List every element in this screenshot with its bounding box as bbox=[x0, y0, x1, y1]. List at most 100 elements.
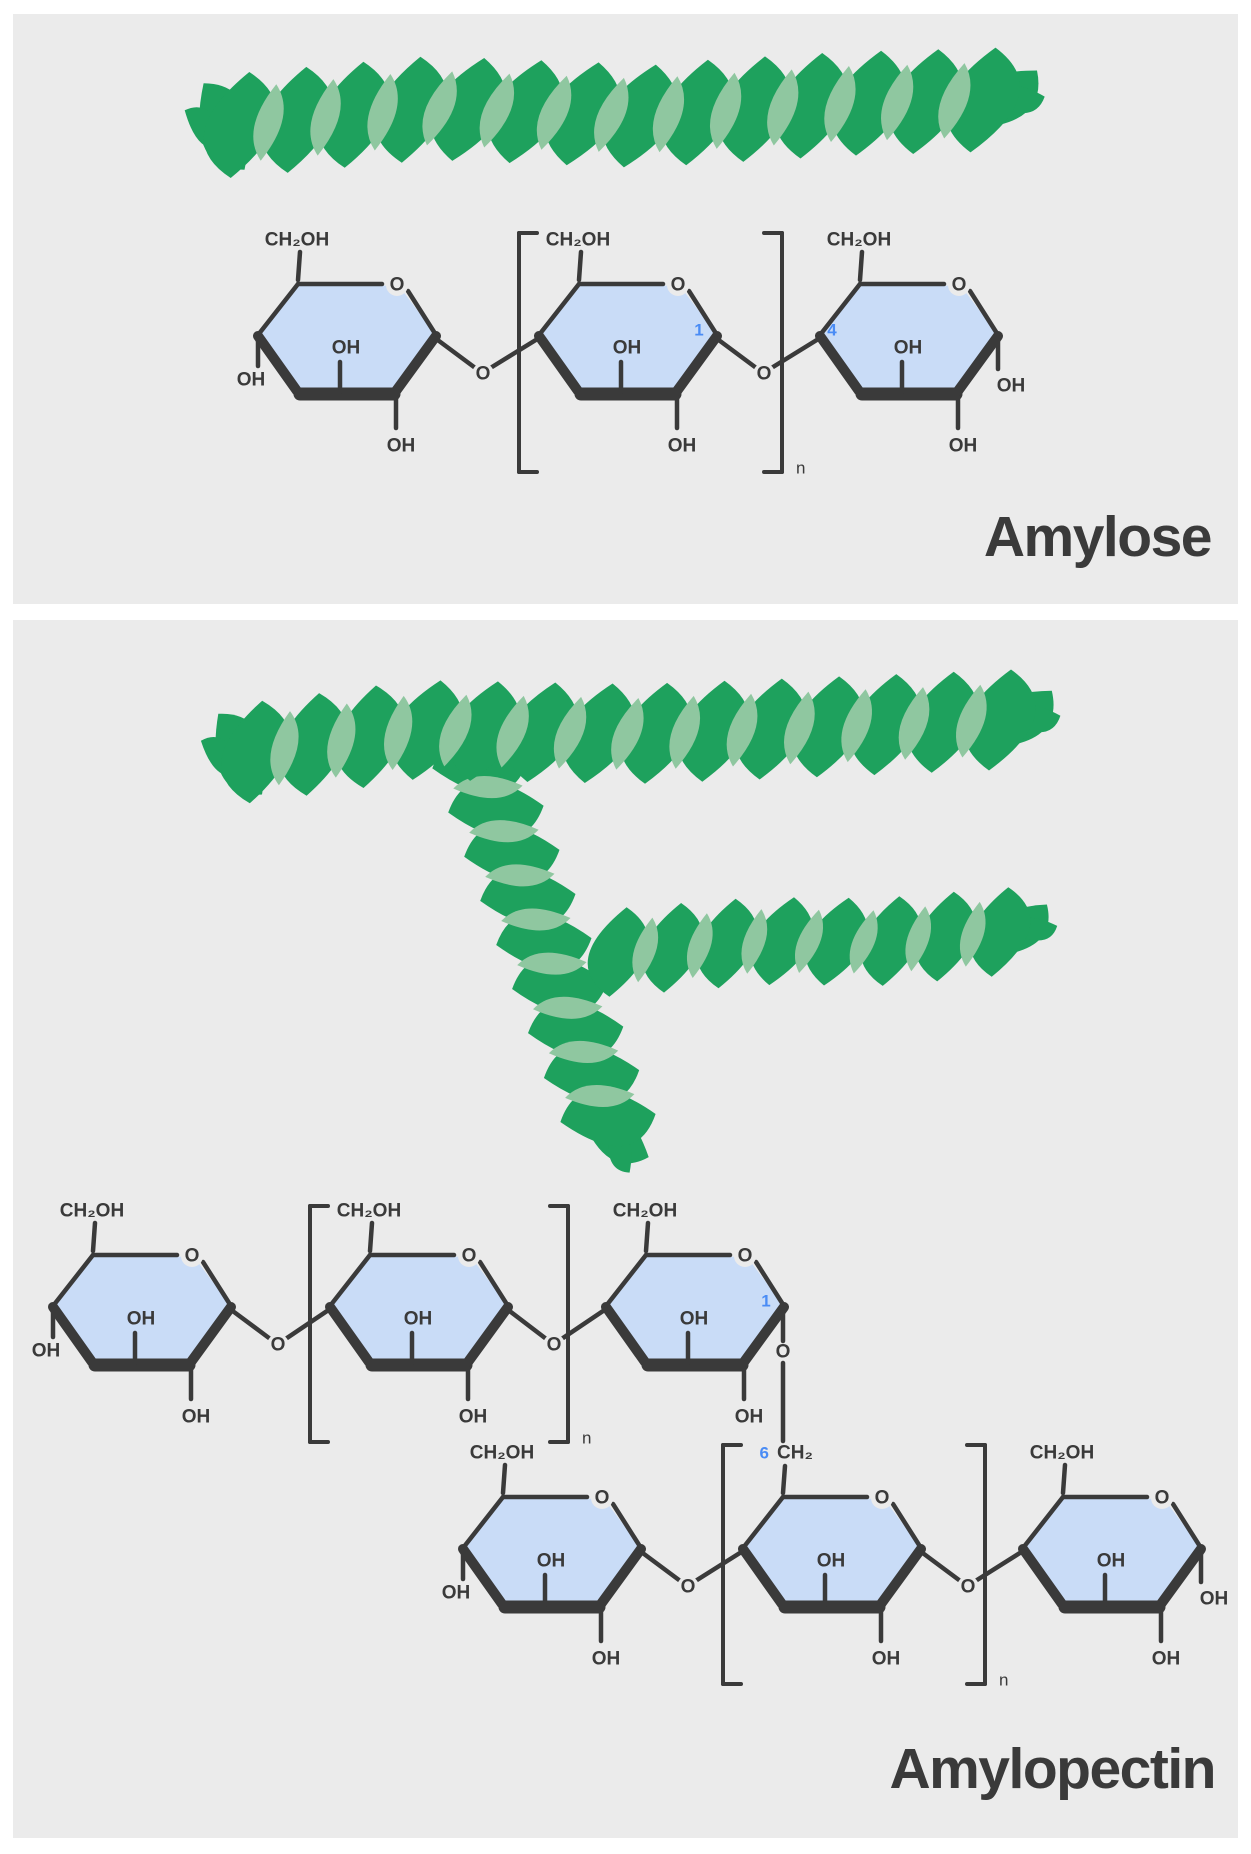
c3-hydroxyl-label: OH bbox=[127, 1309, 156, 1330]
helix-coil-dark bbox=[860, 896, 922, 986]
ring-fill bbox=[1023, 1497, 1201, 1608]
helix-coil-light bbox=[496, 695, 529, 768]
helix-coil-dark bbox=[504, 682, 578, 782]
helix-coil-dark bbox=[221, 700, 291, 804]
helix-coil-light bbox=[709, 72, 742, 149]
helix-coil-light bbox=[553, 696, 587, 769]
helix-coil-light bbox=[611, 698, 644, 770]
helix-coil-dark bbox=[660, 59, 734, 166]
ring-front-edge-right bbox=[953, 331, 1003, 396]
c4-hydroxyl-label: OH bbox=[442, 1583, 471, 1604]
glycosidic-oxygen-label: O bbox=[547, 1335, 562, 1356]
helix-coil-light bbox=[652, 76, 685, 153]
helix-coil-light bbox=[517, 952, 587, 975]
panel-amylopectin bbox=[13, 620, 1238, 1838]
helix-coil-light bbox=[485, 864, 555, 887]
ring-fill bbox=[53, 1255, 231, 1366]
c3-hydroxyl-label: OH bbox=[1097, 1551, 1126, 1572]
amylose-title: Amylose bbox=[983, 505, 1213, 569]
c4-hydroxyl-label: OH bbox=[237, 370, 266, 391]
c2-hydroxyl-label: OH bbox=[735, 1407, 764, 1428]
ring-back-edge bbox=[740, 1494, 786, 1551]
amylopectin-lower-glycosidic-oxygen-1: O bbox=[637, 1548, 746, 1598]
c3-hydroxyl-label: OH bbox=[404, 1309, 433, 1330]
c1-hydroxyl-label: OH bbox=[1200, 1589, 1229, 1610]
helix-coil-light bbox=[741, 909, 768, 974]
helix-coil-dark bbox=[587, 907, 649, 997]
carbon-4-number-label: 4 bbox=[827, 321, 837, 340]
amylose-glycosidic-oxygen-1: O bbox=[432, 335, 542, 385]
helix-coil-light bbox=[367, 74, 398, 151]
ring-front-edge-left bbox=[253, 331, 302, 396]
ring-front-edge-left bbox=[458, 1544, 507, 1609]
glycosidic-bond-left bbox=[637, 1548, 682, 1583]
ring-oxygen-edge bbox=[200, 1259, 234, 1309]
ring-oxygen-label: O bbox=[671, 275, 686, 296]
ring-front-edge-left bbox=[1018, 1544, 1067, 1609]
ring-front-edge-right bbox=[186, 1302, 236, 1367]
ring-oxygen-label: O bbox=[1155, 1488, 1170, 1509]
helix-coil-light bbox=[594, 77, 629, 152]
helix-coil-light bbox=[548, 1040, 619, 1064]
helix-coil-light bbox=[955, 684, 987, 758]
ch2oh-label: CH₂OH bbox=[470, 1443, 534, 1464]
ring-back-edge bbox=[817, 281, 863, 338]
glycosidic-bond-left bbox=[713, 335, 758, 370]
helix-coil-light bbox=[632, 917, 659, 983]
c1-hydroxyl-label: OH bbox=[997, 376, 1026, 397]
amylose-glycosidic-oxygen-2: O bbox=[713, 335, 823, 385]
helix-coil-dark bbox=[487, 60, 564, 164]
ring-front-edge-right bbox=[876, 1544, 926, 1609]
ring-fill bbox=[606, 1255, 784, 1366]
ring-back-edge bbox=[460, 1494, 506, 1551]
helix-coil-dark bbox=[906, 671, 979, 773]
repeat-subscript-n: n bbox=[796, 459, 805, 478]
c3-hydroxyl-label: OH bbox=[537, 1551, 566, 1572]
helix-coil-dark bbox=[915, 891, 976, 982]
glycosidic-bond-right bbox=[560, 1306, 609, 1341]
c2-hydroxyl-label: OH bbox=[592, 1649, 621, 1670]
amylopectin-upper-glycosidic-oxygen-2: O bbox=[504, 1306, 609, 1356]
glycosidic-oxygen-label: O bbox=[681, 1577, 696, 1598]
branch-oxygen-label: O bbox=[776, 1342, 791, 1363]
amylose-repeat-bracket-left bbox=[517, 231, 539, 474]
helix-coil-dark bbox=[642, 903, 703, 993]
glycosidic-oxygen-label: O bbox=[961, 1577, 976, 1598]
helix-coil-dark bbox=[805, 897, 868, 986]
ch2oh-bond bbox=[500, 1462, 508, 1496]
helix-coil-light bbox=[384, 695, 413, 770]
helix-coil-light bbox=[881, 64, 914, 141]
helix-coil-light bbox=[783, 691, 815, 765]
helix-coil-dark bbox=[734, 678, 807, 780]
c3-hydroxyl-label: OH bbox=[680, 1309, 709, 1330]
ring-back-edge bbox=[327, 1252, 373, 1309]
helix-coil-light bbox=[794, 909, 824, 973]
helix-coil-dark bbox=[562, 683, 636, 783]
ring-oxygen-edge bbox=[686, 288, 720, 338]
ring-front-edge-right bbox=[463, 1302, 513, 1367]
amylopectin-upper-glycosidic-oxygen-1: O bbox=[227, 1306, 333, 1356]
label-clearing bbox=[458, 1245, 480, 1267]
label-clearing bbox=[267, 1334, 289, 1356]
helix-coil-dark bbox=[946, 47, 1020, 153]
ring-back-edge bbox=[50, 1252, 96, 1309]
c2-hydroxyl-label: OH bbox=[387, 436, 416, 457]
helix-coil-dark bbox=[969, 887, 1031, 977]
glycosidic-bond-left bbox=[432, 335, 477, 370]
ring-fill bbox=[743, 1497, 921, 1608]
helix-coil-light bbox=[422, 71, 457, 146]
helix-coil-dark bbox=[447, 681, 521, 781]
amylopectin-branch-chain-helix bbox=[587, 887, 1058, 997]
c3-hydroxyl-label: OH bbox=[894, 338, 923, 359]
helix-coil-light bbox=[536, 75, 572, 150]
helix-coil-light bbox=[938, 63, 971, 139]
ring-front-edge-left bbox=[815, 331, 864, 396]
helix-coil-dark bbox=[620, 682, 692, 784]
